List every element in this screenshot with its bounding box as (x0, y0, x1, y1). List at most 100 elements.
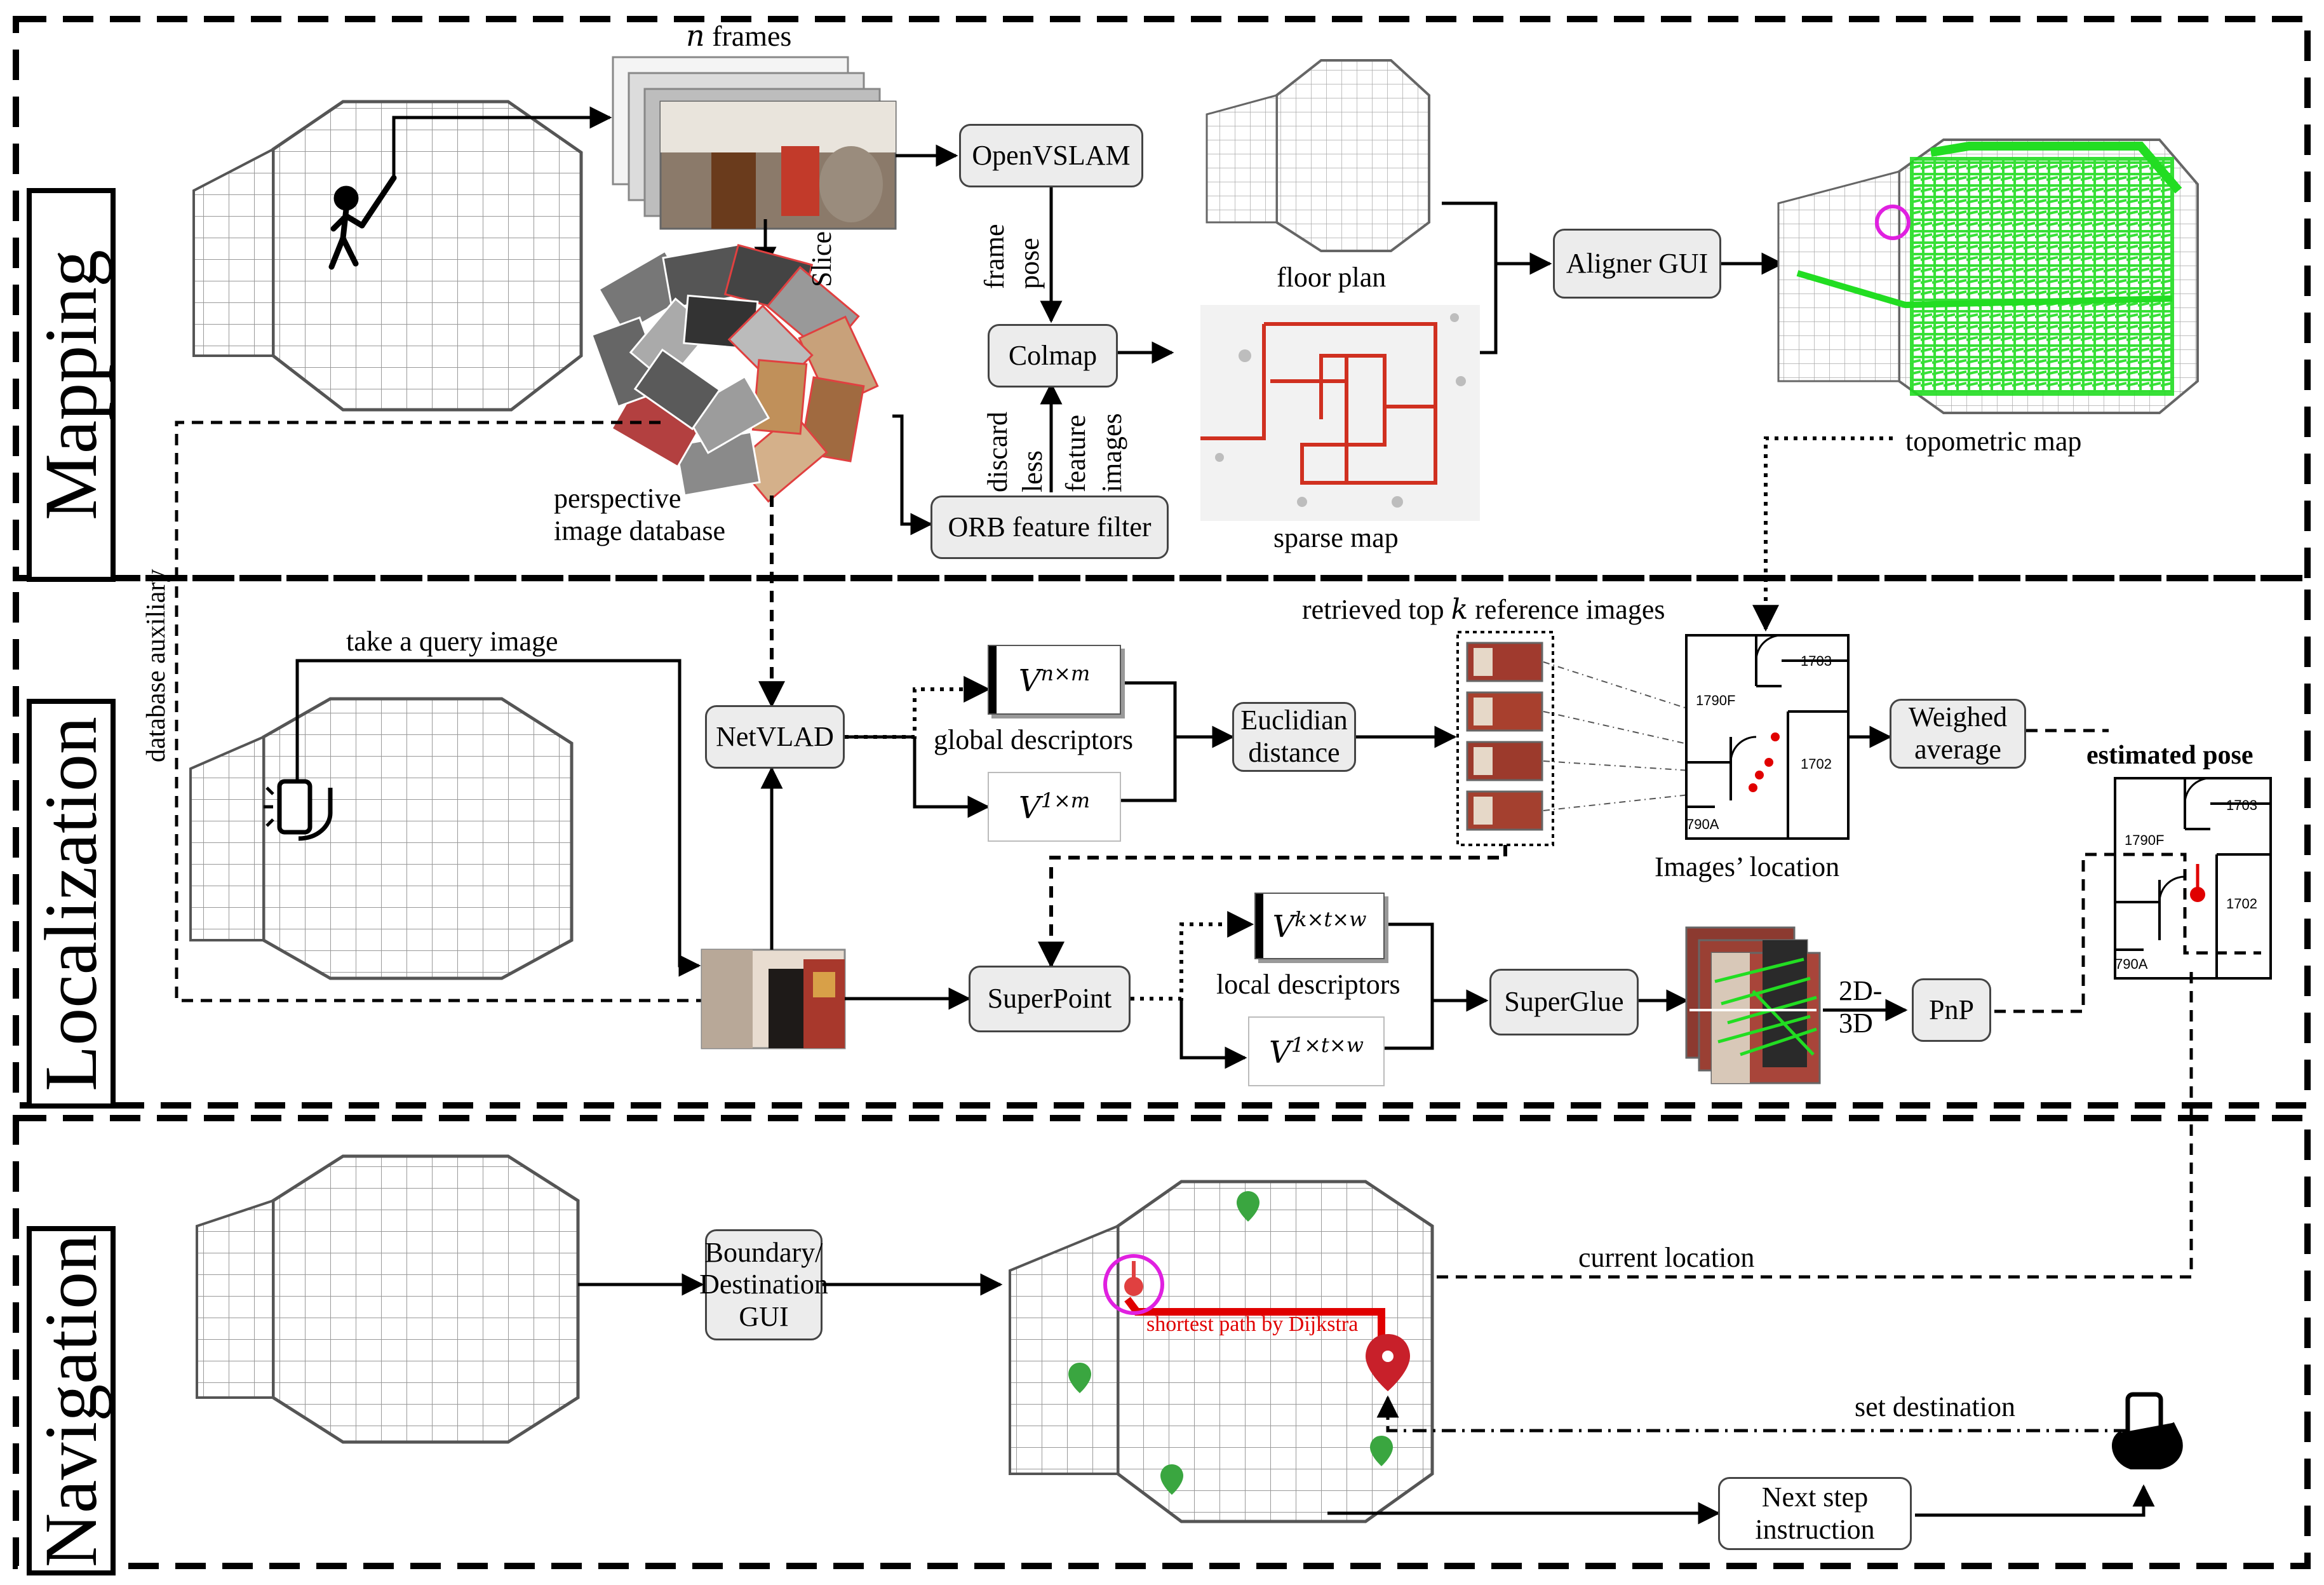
global-descriptor-nxm: Vn×m (988, 645, 1121, 715)
est-room-1703-label: 1703 (2226, 797, 2257, 813)
v-1xtxw: V1×t×w (1269, 1032, 1364, 1070)
shortest-path-label: shortest path by Dijkstra (1146, 1312, 1359, 1336)
room-1703-label: 1703 (1801, 653, 1832, 669)
retrieved-text: retrieved top (1302, 594, 1451, 625)
superpoint-to-local-dotted (1131, 911, 1254, 1001)
navigation-floorplan-input (196, 1154, 580, 1444)
navigation-frame (13, 1115, 2311, 1569)
floor-plan-label: floor plan (1277, 262, 1387, 293)
local-descriptor-kxtxw: Vk×t×w (1254, 893, 1385, 959)
v-kxtxw: Vk×t×w (1272, 907, 1367, 945)
retrieved-k: k (1451, 593, 1468, 626)
discard-label-3: feature (1060, 414, 1091, 492)
nextstep-to-phone-arrow (1915, 1484, 2155, 1517)
openvslam-node: OpenVSLAM (959, 124, 1143, 187)
take-query-label: take a query image (346, 626, 558, 657)
current-location-label: current location (1578, 1242, 1755, 1273)
mapping-title: Mapping (29, 249, 112, 521)
discard-label-4: images (1096, 413, 1127, 492)
next-step-instruction-node: Next step instruction (1718, 1477, 1912, 1550)
set-destination-dashdot (1376, 1395, 2128, 1433)
start-marker-circle (1875, 205, 1911, 240)
localization-section-label: Localization (27, 699, 116, 1109)
perspective-image-database-swirl (590, 243, 879, 503)
room-1790f-label: 1790F (1696, 692, 1736, 708)
2d-3d-label: 2D- 3D (1839, 975, 1883, 1039)
perspective-database-label: perspective image database (554, 483, 725, 546)
destination-pin-icon (1366, 1334, 1410, 1391)
localization-title: Localization (29, 716, 112, 1091)
navigation-map (1009, 1180, 1434, 1523)
camera-arrow (392, 106, 612, 178)
swirl-to-orb-arrow (892, 414, 933, 536)
orb-filter-node: ORB feature filter (930, 496, 1169, 559)
pnp-to-estimated-dashed (1994, 853, 2261, 1013)
local-descriptor-1xtxw: V1×t×w (1248, 1016, 1385, 1086)
green-pin-icons (1068, 1191, 1393, 1495)
v-1xm: V1×m (1018, 788, 1091, 826)
topometric-map-label: topometric map (1905, 426, 2082, 457)
est-room-1702-label: 1702 (2226, 896, 2257, 912)
global-descriptor-1xm: V1×m (988, 772, 1121, 842)
query-image (701, 948, 846, 1049)
frame-pose-label-2: pose (1014, 238, 1045, 289)
localization-frame (13, 575, 2311, 1109)
n-frames-label: n frames (686, 19, 791, 53)
euclidian-distance-node: Euclidian distance (1232, 702, 1356, 772)
retrieved-text-end: reference images (1468, 594, 1665, 625)
shortest-path-line (1124, 1297, 1385, 1347)
estimated-to-current-location-dashed (1160, 972, 2193, 1288)
walking-person-icon (328, 175, 397, 270)
floorplan-to-aligner-line (1442, 201, 1498, 264)
images-location-label: Images’ location (1655, 851, 1840, 882)
discard-label-2: less (1017, 450, 1048, 492)
weighed-average-node: Weighed average (1890, 699, 2026, 769)
colmap-node: Colmap (988, 324, 1118, 388)
floor-plan-image (1206, 59, 1430, 252)
slice-label: Slice (806, 231, 837, 287)
aligner-gui-node: Aligner GUI (1553, 229, 1721, 299)
retrieved-to-superpoint-dashed (1038, 845, 1507, 969)
netvlad-to-global-dotted (845, 676, 991, 739)
take-query-image-arrow (295, 659, 701, 977)
netvlad-node[interactable]: NetVLAD (705, 705, 845, 769)
local-descriptor-bar (1256, 894, 1263, 958)
n-frames-var: n (686, 18, 705, 53)
est-room-1790f-label: 1790F (2125, 832, 2165, 848)
local-merge-line (1385, 922, 1434, 1050)
estimated-pose-map (2114, 777, 2272, 980)
topometric-to-images-location-arrow (1752, 436, 1893, 632)
global-merge-line (1121, 681, 1177, 802)
retrieved-label: retrieved top k reference images (1302, 593, 1665, 626)
mapping-floorplan-image (192, 100, 583, 412)
topometric-map-image (1777, 138, 2199, 414)
set-destination-label: set destination (1855, 1391, 2015, 1422)
estimated-pose-label: estimated pose (2086, 741, 2253, 770)
navigation-section-label: Navigation (27, 1226, 116, 1575)
v-nxm: Vn×m (1018, 661, 1091, 699)
netvlad-to-v1m-arrow (913, 737, 990, 818)
superpoint-node[interactable]: SuperPoint (969, 966, 1131, 1032)
discard-label-1: discard (982, 411, 1013, 492)
panorama-frames-stack (612, 56, 897, 230)
sparse-map-image (1200, 305, 1480, 521)
frame-pose-label-1: frame (979, 224, 1010, 289)
superglue-node[interactable]: SuperGlue (1489, 969, 1639, 1035)
database-auxiliary-line (175, 421, 702, 1002)
phone-tap-icon (2112, 1392, 2183, 1469)
navigation-title: Navigation (29, 1234, 112, 1568)
phone-in-hand-icon (264, 779, 333, 841)
descriptor-bar (989, 646, 997, 713)
local-descriptors-label: local descriptors (1216, 969, 1400, 1000)
superglue-matches-stack (1685, 926, 1821, 1084)
mapping-section-label: Mapping (27, 188, 116, 582)
room-1702-label: 1702 (1801, 756, 1832, 772)
n-frames-text: frames (704, 20, 792, 52)
global-descriptors-label: global descriptors (934, 724, 1134, 755)
current-location-marker (1124, 1261, 1143, 1296)
boundary-destination-gui-node[interactable]: Boundary/ Destination GUI (699, 1229, 828, 1340)
sparse-map-label: sparse map (1273, 522, 1399, 553)
pnp-node: PnP (1912, 978, 1991, 1042)
est-room-790a-label: 790A (2115, 956, 2148, 972)
